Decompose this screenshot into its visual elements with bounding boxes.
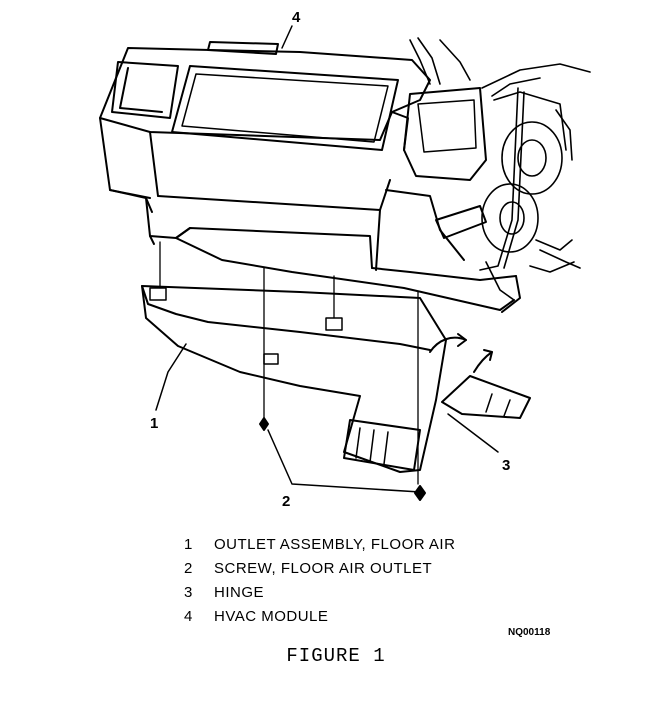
legend-row: 2 SCREW, FLOOR AIR OUTLET <box>184 556 455 580</box>
legend-text: SCREW, FLOOR AIR OUTLET <box>214 559 433 577</box>
figure-code: NQ00118 <box>508 627 551 638</box>
callout-4: 4 <box>292 9 301 26</box>
legend-row: 1 OUTLET ASSEMBLY, FLOOR AIR <box>184 532 455 556</box>
callout-1: 1 <box>150 415 158 432</box>
callout-3: 3 <box>502 457 510 474</box>
legend-text: HVAC MODULE <box>214 607 329 625</box>
legend-text: OUTLET ASSEMBLY, FLOOR AIR <box>214 535 456 553</box>
legend-text: HINGE <box>214 583 265 601</box>
legend-number: 3 <box>184 583 193 601</box>
legend-row: 4 HVAC MODULE <box>184 604 455 628</box>
legend-number: 2 <box>184 559 193 577</box>
blower-assembly <box>409 37 591 301</box>
floor-air-outlet-screws <box>159 241 426 501</box>
legend-number: 1 <box>184 535 193 553</box>
legend-row: 3 HINGE <box>184 580 455 604</box>
parts-legend: 1 OUTLET ASSEMBLY, FLOOR AIR 2 SCREW, FL… <box>184 532 455 628</box>
hvac-module <box>99 41 521 313</box>
legend-number: 4 <box>184 607 193 625</box>
leader-lines <box>155 25 499 493</box>
figure-title: FIGURE 1 <box>286 645 386 667</box>
callout-2: 2 <box>282 493 290 510</box>
floor-air-outlet-assembly <box>141 285 531 473</box>
